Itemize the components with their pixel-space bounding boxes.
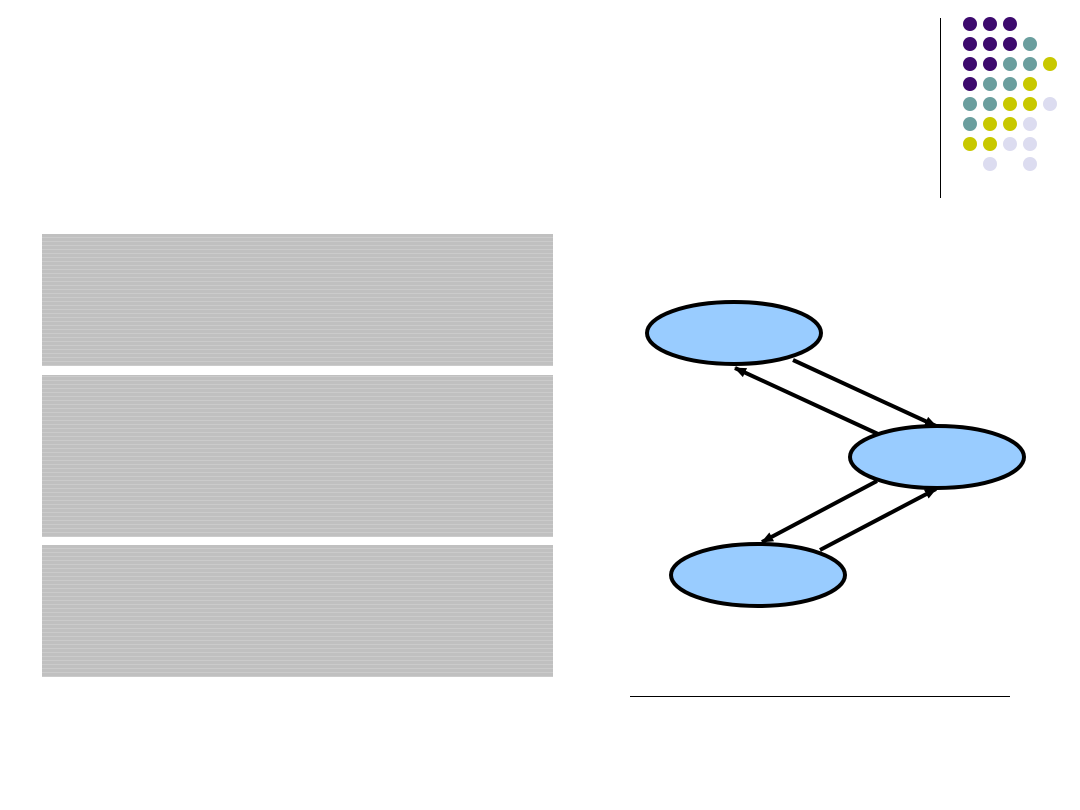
dot (963, 17, 977, 31)
dot (983, 137, 997, 151)
dot (983, 157, 997, 171)
node-top (645, 300, 823, 366)
node-middle-shape (848, 424, 1026, 490)
diagram-caption (630, 700, 1010, 740)
node-top-shape (645, 300, 823, 366)
dot (983, 77, 997, 91)
dot (1043, 97, 1057, 111)
title-divider-vertical (940, 18, 941, 198)
dot (1023, 37, 1037, 51)
cycle-diagram (645, 300, 1026, 608)
dot (1003, 57, 1017, 71)
dot (983, 37, 997, 51)
dot (983, 57, 997, 71)
dot (1003, 117, 1017, 131)
dot (1023, 97, 1037, 111)
dot (983, 117, 997, 131)
dot (1023, 157, 1037, 171)
edge-bottom-to-middle (819, 487, 937, 552)
edge-middle-to-top (734, 366, 879, 436)
dot (963, 37, 977, 51)
node-bottom-shape (669, 542, 847, 608)
edge-top-to-middle (792, 358, 937, 428)
node-bottom (669, 542, 847, 608)
dot (1023, 77, 1037, 91)
dot (963, 57, 977, 71)
text-panel-1 (42, 234, 553, 366)
dot (1023, 117, 1037, 131)
edge-middle-to-bottom (761, 479, 878, 544)
dot (1003, 17, 1017, 31)
dot (1003, 37, 1017, 51)
dot (963, 77, 977, 91)
dot (983, 17, 997, 31)
dot (1003, 137, 1017, 151)
slide-title (60, 60, 900, 180)
dot (1023, 137, 1037, 151)
dot (963, 137, 977, 151)
dot (1003, 77, 1017, 91)
dot (1003, 97, 1017, 111)
dot (1043, 57, 1057, 71)
dot (983, 97, 997, 111)
dot (963, 117, 977, 131)
caption-divider (630, 696, 1010, 697)
dot (963, 97, 977, 111)
text-panel-2 (42, 375, 553, 537)
text-panel-3 (42, 545, 553, 677)
node-middle (848, 424, 1026, 490)
dot-grid-decoration (963, 17, 1057, 171)
dot (1023, 57, 1037, 71)
